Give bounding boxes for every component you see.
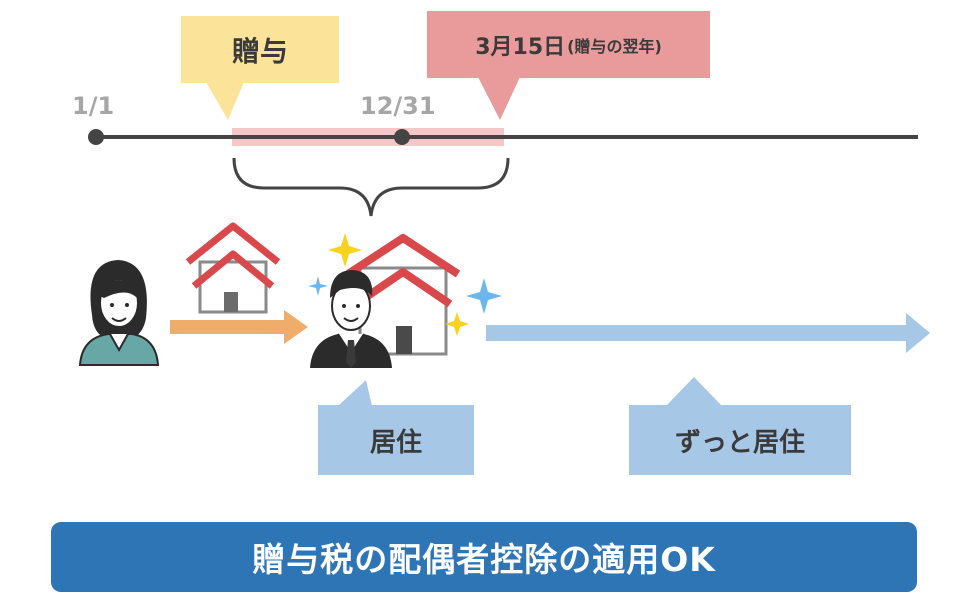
deadline-callout-label: 3月15日 <box>475 34 566 60</box>
live-callout-pointer <box>338 380 372 406</box>
wife-avatar-icon <box>78 260 160 366</box>
keep-living-callout: ずっと居住 <box>629 405 851 475</box>
sparkle-icon <box>328 233 362 267</box>
deadline-callout: 3月15日(贈与の翌年) <box>427 11 710 78</box>
gift-callout-pointer <box>206 82 244 120</box>
arrow-right-icon <box>170 310 308 344</box>
period-brace <box>232 157 510 217</box>
live-callout: 居住 <box>318 405 474 475</box>
house-icon <box>185 222 281 314</box>
sparkle-icon <box>466 278 502 314</box>
husband-avatar-icon <box>310 270 392 368</box>
result-banner-text: 贈与税の配偶者控除の適用OK <box>252 540 716 579</box>
deadline-callout-note: (贈与の翌年) <box>567 36 662 56</box>
timeline-year-end-label: 12/31 <box>360 92 436 120</box>
keep-living-callout-label: ずっと居住 <box>674 427 805 458</box>
result-banner: 贈与税の配偶者控除の適用OK <box>51 522 917 592</box>
timeline-year-end-dot <box>394 129 410 145</box>
live2-callout-pointer <box>666 377 722 406</box>
arrow-right-icon <box>486 313 930 353</box>
sparkle-icon <box>308 276 328 296</box>
live-callout-label: 居住 <box>369 427 422 458</box>
gift-callout-label: 贈与 <box>231 34 288 68</box>
gift-callout: 贈与 <box>181 16 339 83</box>
sparkle-icon <box>445 312 469 336</box>
deadline-callout-pointer <box>478 77 520 120</box>
timeline-start-label: 1/1 <box>72 92 115 120</box>
timeline-start-dot <box>88 129 104 145</box>
